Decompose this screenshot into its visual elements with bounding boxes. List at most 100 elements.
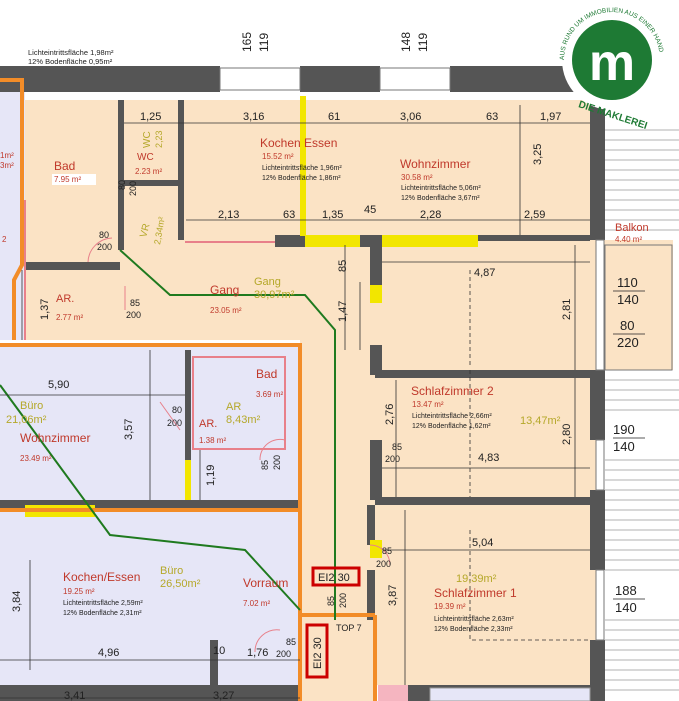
fire-door-label-1: EI2 30 xyxy=(318,572,350,584)
neighbor-strip-right xyxy=(429,687,591,701)
dim-3-84: 3,84 xyxy=(11,591,23,612)
room-wc-name: WC xyxy=(137,152,154,163)
logo-disc xyxy=(572,20,652,100)
dim-3-57: 3,57 xyxy=(123,419,135,440)
room-kochen-bottom-name: Kochen/Essen xyxy=(63,570,140,584)
room-gang-alt-name: Gang xyxy=(254,276,281,288)
room-vorraum-area: 7.02 m² xyxy=(243,599,270,608)
room-bad-mid-name: Bad xyxy=(256,367,277,381)
win-balkon-door-h: 220 xyxy=(617,335,639,350)
door-bad-mid-h: 200 xyxy=(272,455,282,470)
room-kochen-bottom-area: 19.25 m² xyxy=(63,587,95,596)
win-sz2-w: 190 xyxy=(613,422,635,437)
fire-door-box-2 xyxy=(305,623,329,679)
red-room-borders xyxy=(24,200,286,450)
room-kochen-top-floor: 12% Bodenfläche 1,86m² xyxy=(262,175,341,182)
door-entry-h: 200 xyxy=(338,593,348,608)
balkon-outline xyxy=(604,244,673,371)
room-wc-alt-area: 2,23 xyxy=(154,130,164,148)
room-kochen-bottom-light: Lichteintrittsfläche 2,59m² xyxy=(63,600,143,607)
dim-45: 45 xyxy=(364,204,376,216)
room-vorraum-name: Vorraum xyxy=(243,576,288,590)
dim-10: 10 xyxy=(213,645,225,657)
room-kochen-top-name: Kochen Essen xyxy=(260,136,337,150)
dim-63-b: 63 xyxy=(283,209,295,221)
neighbor-strip xyxy=(378,685,408,701)
room-bad-left-name: Bad xyxy=(54,159,75,173)
win-balkon-h: 140 xyxy=(617,292,639,307)
room-ar-mid-alt-area: 8,43m² xyxy=(226,414,261,426)
dim-2-13: 2,13 xyxy=(218,209,239,221)
dim-63-a: 63 xyxy=(486,111,498,123)
dim-2-80: 2,80 xyxy=(561,424,573,445)
room-sz2-area: 13.47 m² xyxy=(412,400,444,409)
door-wc-h: 200 xyxy=(128,181,138,196)
dim-2-28: 2,28 xyxy=(420,209,441,221)
dim-1-25: 1,25 xyxy=(140,111,161,123)
room-buero-bottom-area: 26,50m² xyxy=(160,578,201,590)
window-width-2: 148 xyxy=(399,32,413,52)
door-wc-w: 80 xyxy=(117,180,127,190)
room-buero-top-name: Büro xyxy=(20,400,43,412)
escape-route xyxy=(0,249,336,620)
room-sz2-light: Lichteintrittsfläche 2,66m² xyxy=(412,413,492,420)
room-sz1-floor: 12% Bodenfläche 2,33m² xyxy=(434,626,513,633)
partial-left-1: 1m² xyxy=(0,151,14,160)
bedroom-floor xyxy=(375,340,600,685)
dim-4-96: 4,96 xyxy=(98,647,119,659)
dim-1-19: 1,19 xyxy=(205,465,217,486)
room-sz2-name: Schlafzimmer 2 xyxy=(411,384,494,398)
dim-4-87: 4,87 xyxy=(474,267,495,279)
room-gang-alt-area: 30,97m² xyxy=(254,289,295,301)
unit-borders xyxy=(0,78,377,701)
dim-1-76: 1,76 xyxy=(247,647,268,659)
door-vorraum-w: 85 xyxy=(286,637,296,647)
dim-2-59: 2,59 xyxy=(524,209,545,221)
room-ar-left-area: 2.77 m² xyxy=(56,313,83,322)
room-wohn-left-name: Wohnzimmer xyxy=(20,431,90,445)
top-label: TOP 7 xyxy=(336,623,362,633)
door-sz1-w: 85 xyxy=(382,546,392,556)
room-bad-left-area: 7.95 m² xyxy=(54,175,81,184)
dim-1-97: 1,97 xyxy=(540,111,561,123)
room-bad-left-area-bg xyxy=(52,174,96,185)
room-gang-name: Gang xyxy=(210,283,239,297)
room-sz1-light: Lichteintrittsfläche 2,63m² xyxy=(434,616,514,623)
dim-1-37: 1,37 xyxy=(39,299,51,320)
dim-61: 61 xyxy=(328,111,340,123)
dim-5-90: 5,90 xyxy=(48,379,69,391)
partial-left-2: 3m² xyxy=(0,161,14,170)
room-wc-area: 2.23 m² xyxy=(135,167,162,176)
room-ar-mid-alt: AR xyxy=(226,401,241,413)
door-sz1-h: 200 xyxy=(376,559,391,569)
door-vorraum-h: 200 xyxy=(276,649,291,659)
door-entry-w: 85 xyxy=(326,596,336,606)
dim-3-25: 3,25 xyxy=(532,144,544,165)
door-swings xyxy=(87,237,391,653)
room-ar-mid-name: AR. xyxy=(199,418,217,430)
room-wohn-top-name: Wohnzimmer xyxy=(400,157,470,171)
dim-3-27: 3,27 xyxy=(213,690,234,701)
window-height-2: 119 xyxy=(416,33,430,52)
dim-3-06: 3,06 xyxy=(400,111,421,123)
room-sz1-alt-area: 19,39m² xyxy=(456,573,497,585)
partial-left-3: 2 xyxy=(2,235,7,244)
window-width-1: 165 xyxy=(240,32,254,52)
room-balkon-name: Balkon xyxy=(615,222,649,234)
room-sz1-name: Schlafzimmer 1 xyxy=(434,586,517,600)
win-balkon-w: 110 xyxy=(617,275,638,290)
door-bad-w: 80 xyxy=(99,230,109,240)
header-note-line1: Lichteintrittsfläche 1,98m² xyxy=(28,48,114,57)
header-note-line2: 12% Bodenfläche 0,95m² xyxy=(28,57,113,66)
room-kochen-top-area: 15.52 m² xyxy=(262,152,294,161)
room-buero-top-area: 21,06m² xyxy=(6,414,47,426)
dim-3-41: 3,41 xyxy=(64,690,85,701)
room-wohn-left-area: 23.49 m² xyxy=(20,454,52,463)
room-wohn-top-area: 30.58 m² xyxy=(401,173,433,182)
door-bad-mid-w: 85 xyxy=(260,460,270,470)
door-ar-left-w: 85 xyxy=(130,298,140,308)
fire-door-box-1 xyxy=(311,566,361,587)
dim-2-76: 2,76 xyxy=(384,404,396,425)
